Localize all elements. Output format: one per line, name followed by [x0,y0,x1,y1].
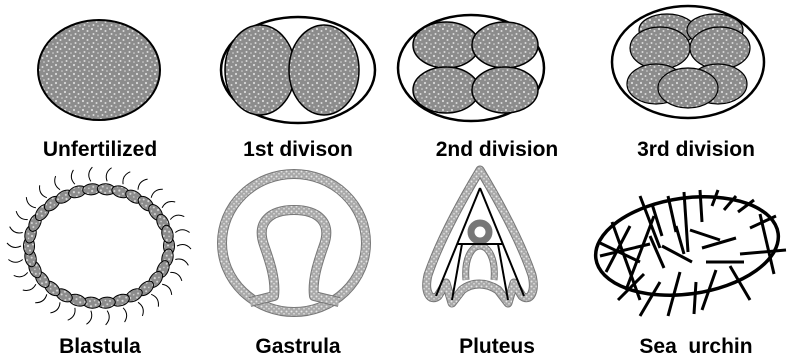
cilium [170,215,184,219]
label-pluteus: Pluteus [398,335,596,359]
cilium [106,311,110,325]
cilium [123,172,130,184]
cilium [106,168,111,182]
cilium [170,272,182,280]
urchin-spine [640,282,660,316]
label-third-division: 3rd division [597,138,795,162]
pluteus-larva [427,170,534,303]
cilium [138,179,148,190]
urchin-spine [690,230,720,240]
cilium [151,189,163,197]
urchin-spine [740,250,786,254]
cilium [16,211,28,219]
cilium [86,311,91,325]
urchin-spine [700,190,702,222]
cilium [35,294,47,302]
cilium [151,294,158,306]
cilium [68,308,75,320]
third-division-embryo [612,6,764,118]
cilium [89,167,93,181]
cilium [55,176,60,190]
unfertilized-egg [38,20,160,120]
label-unfertilized: Unfertilized [1,138,199,162]
urchin-spine [694,282,696,314]
gastrula-embryo [222,174,366,312]
label-second-division: 2nd division [398,138,596,162]
cilium [26,197,36,208]
sea-urchin-adult [589,186,786,316]
cilium [175,259,188,265]
label-first-division: 1st divison [199,138,397,162]
cilium [10,227,23,233]
urchin-spine [684,192,688,252]
cilium [138,302,143,316]
cilium [162,284,172,295]
cilium [175,230,189,233]
cilium [71,170,75,184]
cilium [123,308,127,322]
cilium [177,245,191,249]
cilium [162,202,175,208]
blastula-embryo [7,167,191,325]
label-gastrula: Gastrula [199,335,397,359]
label-blastula: Blastula [1,335,199,359]
urchin-spine [676,226,684,254]
cilium [40,185,47,197]
label-sea-urchin: Sea urchin [597,335,795,359]
cilium [50,302,60,313]
cilium [8,259,22,262]
first-division-embryo [221,17,375,123]
cilium [23,284,36,290]
cilium [7,243,21,247]
cilium [14,272,28,276]
second-division-embryo [398,15,544,121]
